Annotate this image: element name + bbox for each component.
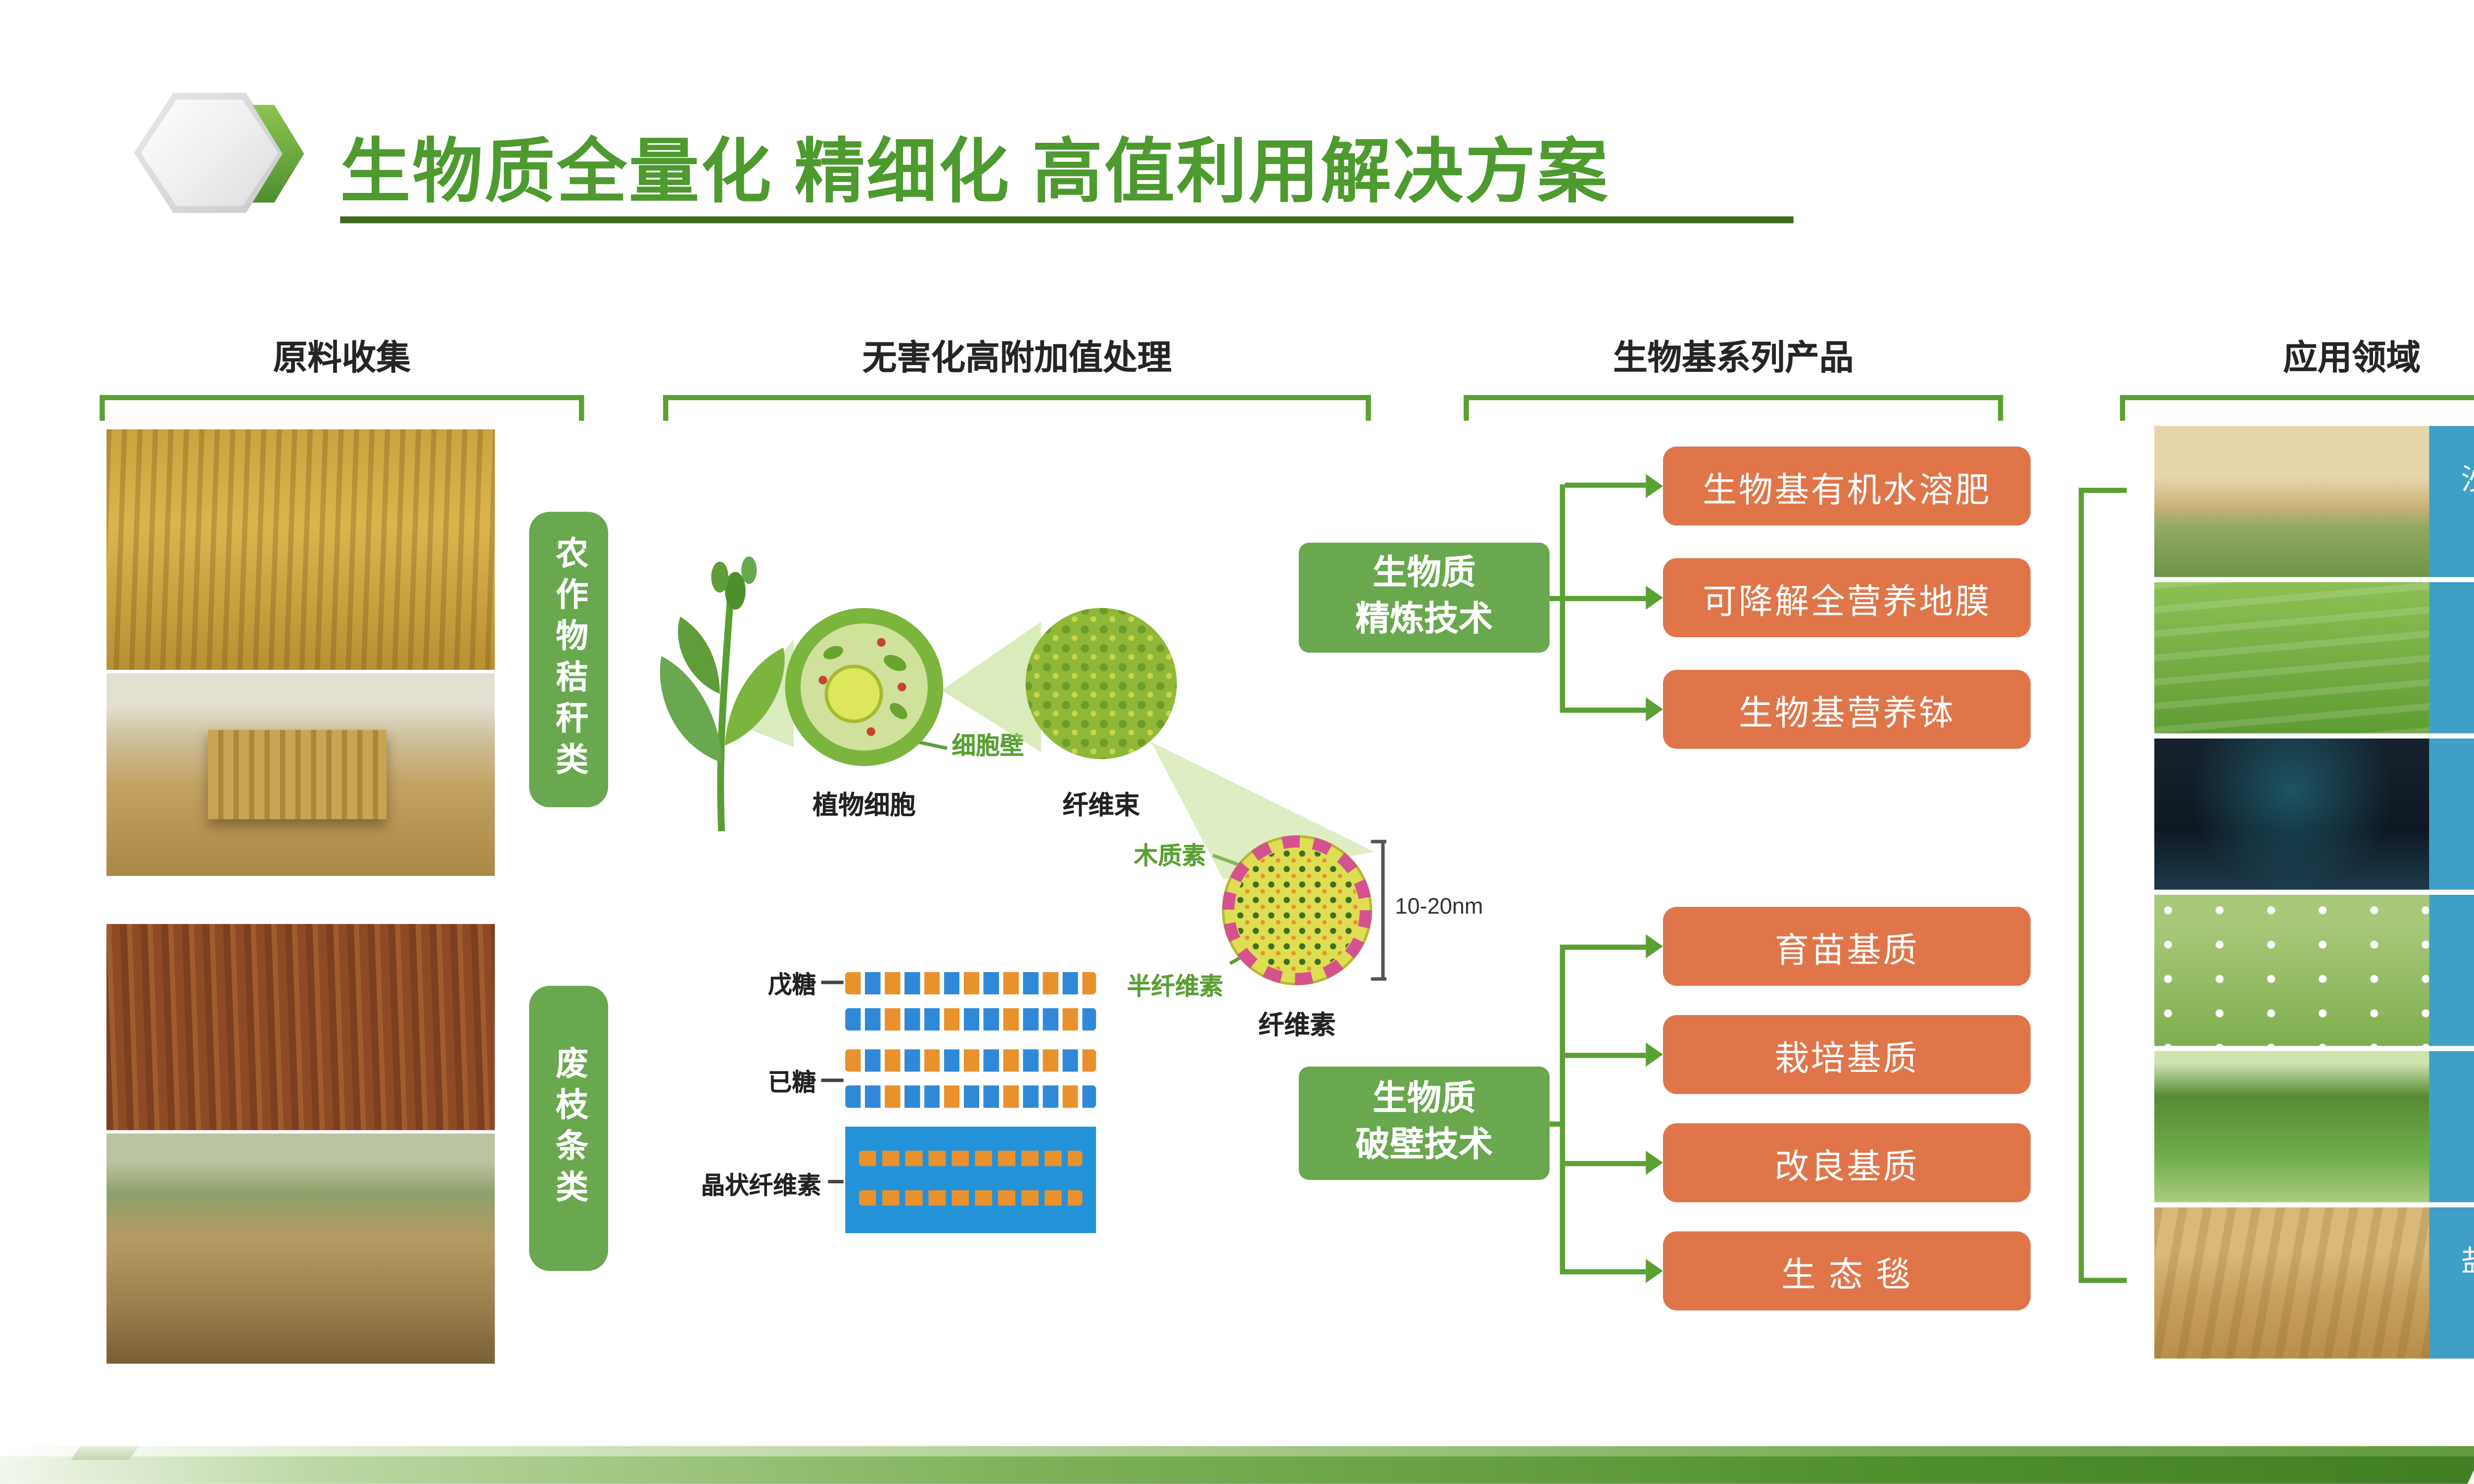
label-fiber-bundle: 纤维束	[1062, 791, 1140, 821]
photo-livestock	[2154, 894, 2429, 1046]
product-seedling-substrate: 育苗基质	[1663, 907, 2031, 986]
title-underline	[340, 216, 1794, 224]
application-agriculture-data: 农业 数据	[2429, 738, 2474, 890]
connector-breaking-line1	[1565, 944, 1646, 950]
connector-refining-line3	[1565, 707, 1646, 713]
line-hexose	[821, 1078, 844, 1082]
measure-tick-top	[1371, 839, 1386, 843]
connector-breaking-line4	[1565, 1269, 1646, 1275]
arrow-refining-2	[1646, 585, 1663, 610]
photo-corn-stalks	[106, 429, 495, 670]
photo-straw-bales	[106, 673, 495, 876]
label-hexose: 已糖	[767, 1068, 816, 1096]
pentose-chain-row	[845, 972, 1096, 995]
label-cell-wall: 细胞壁	[952, 732, 1024, 759]
column-header-applications: 应用领域	[2283, 340, 2421, 378]
applications-bracket-bottom	[2079, 1278, 2127, 1283]
photo-desert-control	[2154, 426, 2429, 577]
label-crystalline-cellulose: 晶状纤维素	[701, 1171, 821, 1199]
bracket-processing	[663, 395, 1371, 421]
connector-breaking-line2	[1565, 1053, 1646, 1058]
line-pentose	[821, 980, 844, 984]
measure-tick-bottom	[1371, 977, 1386, 981]
photo-fertility-field	[2154, 582, 2429, 734]
plant-illustration	[660, 556, 785, 832]
label-cellulose: 纤维素	[1258, 1012, 1336, 1041]
application-livestock-breeding: 畜牧 养殖	[2429, 894, 2474, 1046]
page-title: 生物质全量化 精细化 高值利用解决方案	[340, 132, 1610, 212]
tag-waste-branches: 废枝条类	[529, 985, 609, 1271]
sugar-chain-row	[845, 1008, 1096, 1031]
crystalline-cellulose-diagram	[845, 1126, 1096, 1233]
label-lignin: 木质素	[1134, 841, 1206, 869]
connector-breaking-stub	[1549, 1121, 1565, 1127]
arrow-breaking-3	[1646, 1151, 1663, 1175]
arrow-breaking-1	[1646, 934, 1663, 959]
tag-crop-straw: 农作物秸秆类	[529, 511, 609, 807]
product-degradable-mulch-film: 可降解全营养地膜	[1663, 558, 2031, 638]
bracket-products	[1464, 395, 2003, 421]
application-fertility-improvement: 肥力 提升	[2429, 582, 2474, 734]
product-improvement-substrate: 改良基质	[1663, 1123, 2031, 1203]
connector-breaking-vertical	[1560, 944, 1565, 1275]
applications-bracket-top	[2079, 488, 2127, 493]
connector-refining-line1	[1565, 482, 1646, 488]
sugar-chain-row	[845, 1085, 1096, 1108]
cellulose-chain	[859, 1190, 1083, 1206]
product-ecological-blanket: 生 态 毯	[1663, 1231, 2031, 1311]
connector-breaking-line3	[1565, 1161, 1646, 1166]
bottom-ribbon	[0, 1456, 2474, 1484]
arrow-breaking-4	[1646, 1258, 1663, 1283]
hexose-chain-row	[845, 1049, 1096, 1072]
application-saline-alkali-improvement: 盐碱地 改良	[2429, 1207, 2474, 1359]
photo-branch-pile	[106, 1133, 495, 1364]
product-organic-water-soluble-fertilizer: 生物基有机水溶肥	[1663, 446, 2031, 526]
column-header-products: 生物基系列产品	[1613, 340, 1854, 378]
bracket-applications	[2120, 395, 2474, 421]
cellulose-cross-section	[1222, 835, 1373, 986]
product-cultivation-substrate: 栽培基质	[1663, 1015, 2031, 1094]
box-wall-breaking-tech: 生物质 破壁技术	[1298, 1067, 1550, 1180]
photo-red-branches	[106, 924, 495, 1130]
hexagon-icon-inner	[141, 99, 279, 206]
applications-bracket-vertical	[2079, 488, 2084, 1283]
photo-garden-greening	[2154, 1051, 2429, 1203]
column-header-processing: 无害化高附加值处理	[862, 340, 1172, 378]
product-biobased-nutrient-pot: 生物基营养钵	[1663, 670, 2031, 749]
arrow-refining-1	[1646, 474, 1663, 498]
box-refining-tech: 生物质 精炼技术	[1298, 543, 1550, 653]
label-pentose: 戊糖	[767, 970, 816, 998]
fiber-bundle-diagram	[1025, 608, 1177, 759]
cellulose-chain	[859, 1151, 1083, 1166]
photo-saline-land	[2154, 1207, 2429, 1359]
arrow-refining-3	[1646, 697, 1663, 722]
line-crystalline	[828, 1180, 844, 1184]
photo-agriculture-data	[2154, 738, 2429, 890]
bracket-collection	[99, 395, 584, 421]
label-scale: 10-20nm	[1395, 893, 1483, 919]
arrow-breaking-2	[1646, 1042, 1663, 1067]
label-hemicellulose: 半纤维素	[1127, 972, 1224, 1000]
column-header-collection: 原料收集	[273, 340, 411, 378]
plant-cell-diagram	[785, 608, 944, 766]
application-desertification-control: 沙漠化 治理	[2429, 426, 2474, 577]
measure-line	[1381, 839, 1385, 981]
application-garden-greening: 园林 绿化	[2429, 1051, 2474, 1203]
label-plant-cell: 植物细胞	[812, 791, 916, 821]
connector-refining-stub	[1549, 596, 1646, 602]
ribbon-fold-left	[71, 1446, 139, 1460]
